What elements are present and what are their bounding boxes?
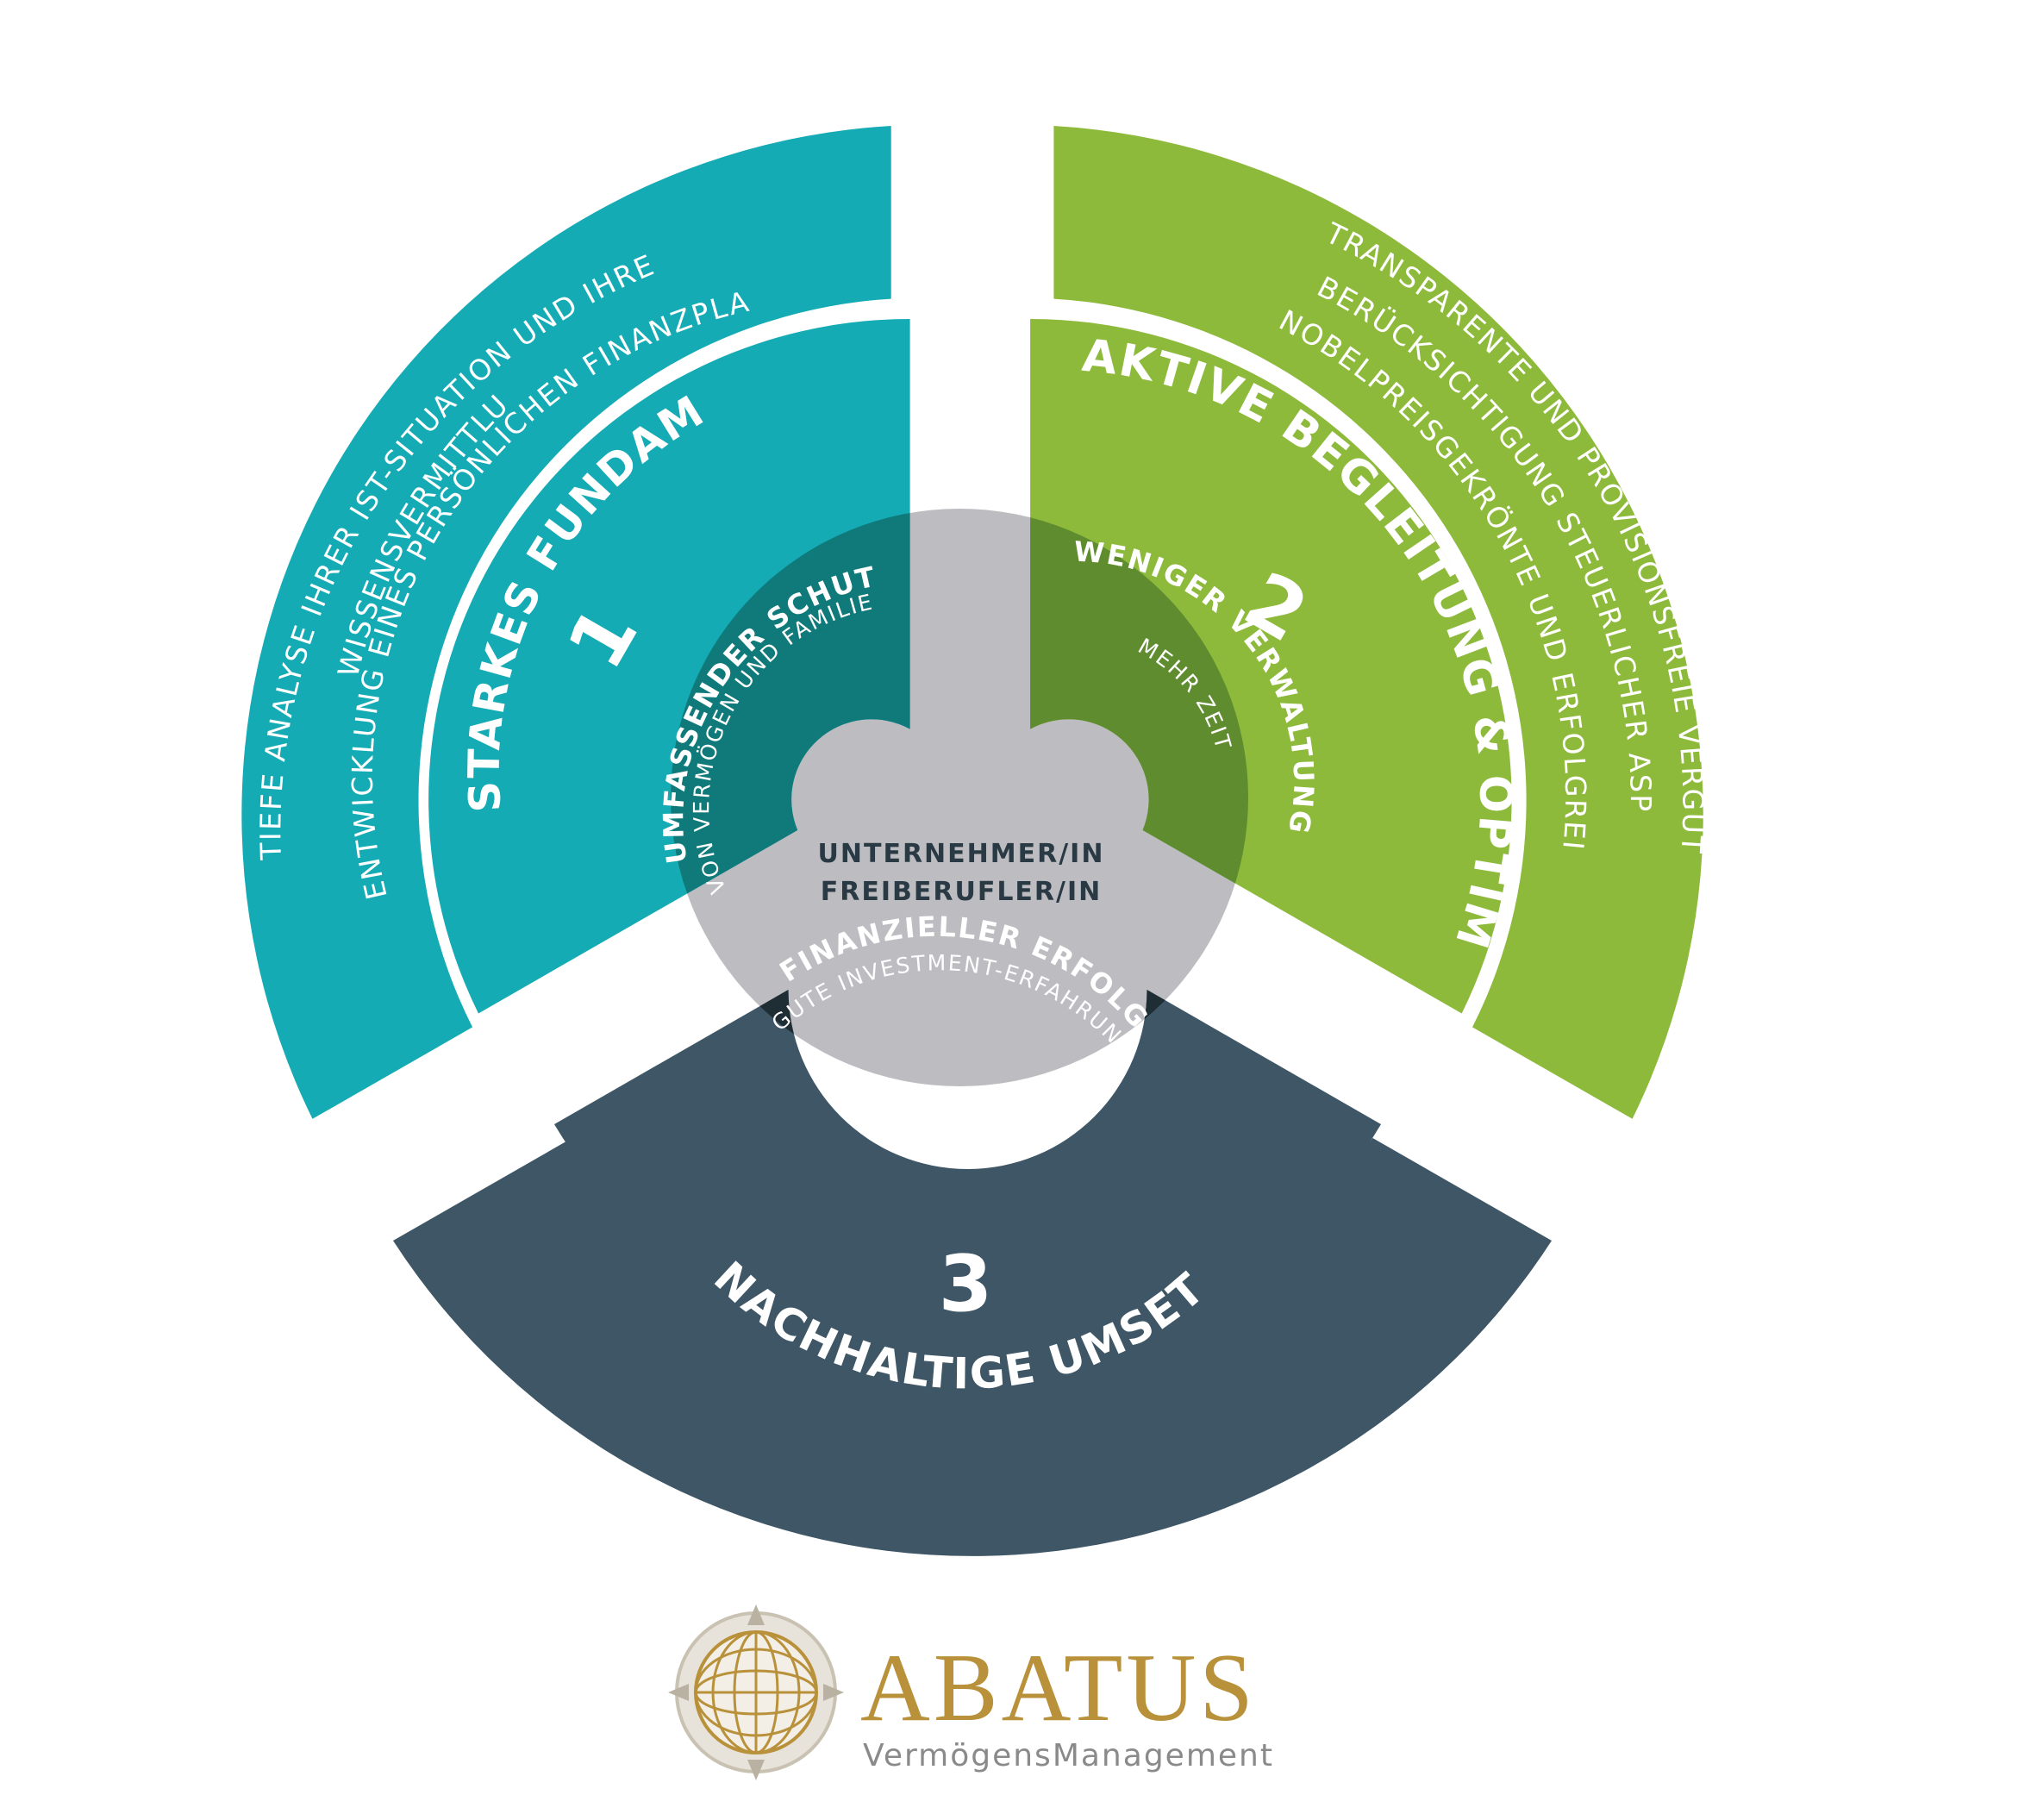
segment-nachhaltige-umsetzung (393, 990, 1552, 1556)
abatus-logo: ABATUS VermögensManagement (668, 1604, 1274, 1780)
logo-brand-name: ABATUS (860, 1635, 1257, 1742)
segment-2-outer-ring (1053, 126, 1703, 1119)
segment-1-outer-ring (241, 126, 891, 1119)
center-line-1: UNTERNEHMER/IN (818, 839, 1105, 869)
logo-tagline: VermögensManagement (863, 1738, 1274, 1773)
segment-1-inner-band (428, 318, 910, 1014)
segment-starkes-fundament (241, 126, 910, 1119)
segment-aktive-begleitung (1030, 126, 1703, 1119)
globe-compass-icon (668, 1604, 844, 1780)
segment-2-inner-band (1030, 318, 1512, 1014)
center-line-2: FREIBERUFLER/IN (821, 877, 1103, 907)
segment-3-inner-band (554, 990, 1381, 1360)
segment-3-number: 3 (939, 1239, 993, 1329)
